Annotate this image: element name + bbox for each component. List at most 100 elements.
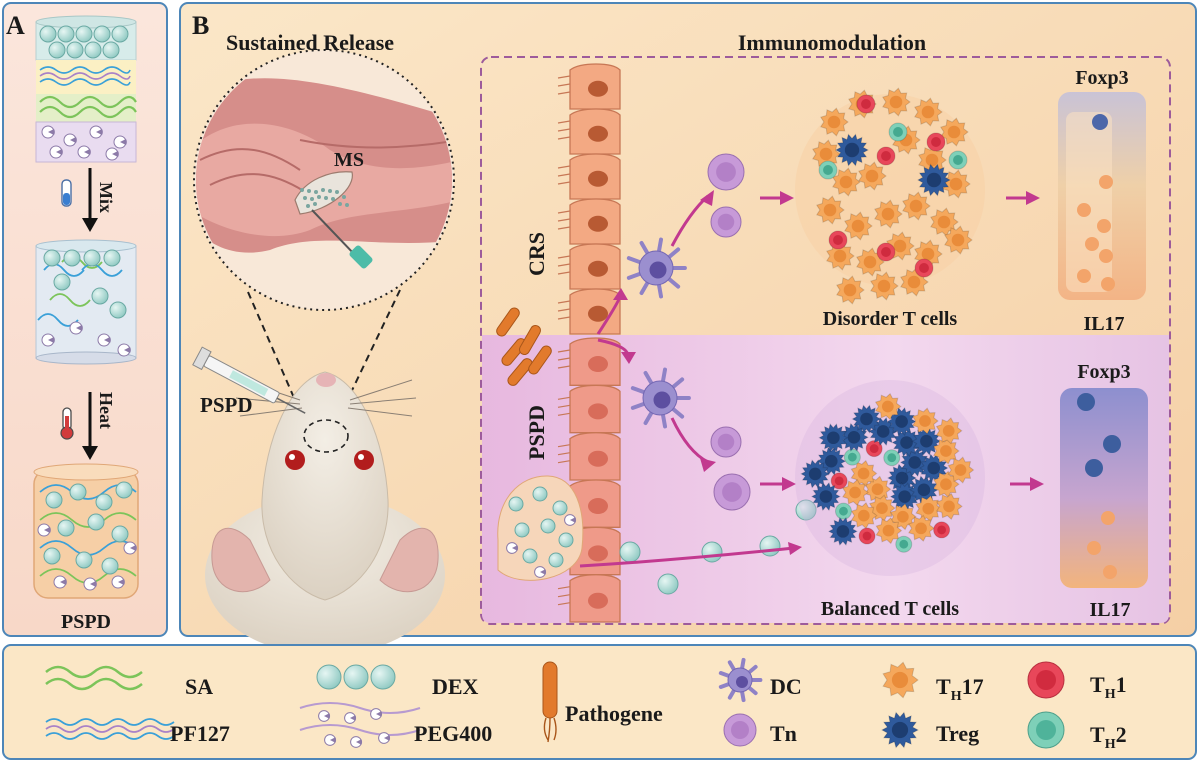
ms-particle — [300, 188, 304, 192]
ms-particle — [338, 202, 342, 206]
peg-molecule — [63, 133, 77, 147]
th2-cell — [834, 502, 852, 520]
peg-molecule — [111, 575, 125, 589]
th17-cell — [932, 470, 960, 498]
mouse-eye-left — [285, 450, 305, 470]
dc-icon — [718, 657, 763, 703]
th1-cell — [856, 94, 876, 114]
legend-th17: TH17 — [882, 661, 984, 704]
peg-molecule — [534, 566, 547, 578]
dex-sphere — [84, 41, 102, 59]
ms-particle — [307, 189, 311, 193]
dex-sphere — [66, 41, 84, 59]
th17-cell — [868, 494, 896, 522]
th2-cell — [883, 449, 901, 467]
treg-cell — [810, 481, 841, 512]
legend-pf127: PF127 — [45, 718, 230, 746]
th2-cell — [888, 122, 908, 142]
legend-dc: DC — [718, 657, 802, 703]
peg-molecule — [49, 145, 63, 159]
naive-t-cells — [707, 153, 751, 511]
cilium — [557, 357, 571, 361]
sinus-zoom-circle: MS — [193, 49, 455, 311]
treg-cell — [851, 404, 882, 434]
peg-molecule — [97, 333, 111, 347]
panel-a-letter: A — [6, 11, 25, 40]
dex-sphere — [514, 522, 530, 538]
peg-molecule — [123, 541, 137, 555]
cilium — [557, 75, 571, 79]
il17-marker — [1085, 237, 1099, 251]
legend-th1-label: TH1 — [1090, 672, 1127, 702]
whisker — [349, 379, 413, 401]
panel-b-letter: B — [192, 11, 209, 40]
balanced-t-cell-cluster — [795, 380, 985, 576]
th1-cell — [933, 521, 951, 539]
dex-sphere — [109, 301, 127, 319]
mouse-eye-right — [354, 450, 374, 470]
treg-cell — [800, 459, 831, 489]
th17-cell — [844, 211, 873, 241]
th17-cell — [874, 199, 903, 229]
dex-sphere — [103, 249, 121, 267]
cilium — [557, 602, 571, 606]
heat-label: Heat — [96, 392, 116, 429]
foxp3-label-bottom: Foxp3 — [1077, 361, 1130, 383]
pathogen — [528, 345, 552, 375]
legend-pf127-label: PF127 — [170, 721, 230, 746]
th1-cell — [830, 472, 848, 490]
dendritic-cell-top — [626, 237, 687, 299]
flow-arrows — [579, 190, 1044, 568]
cilium — [557, 173, 571, 177]
th17-cell — [812, 139, 841, 169]
legend-dex-label: DEX — [432, 674, 479, 699]
th17-cell — [942, 169, 971, 199]
th1-cell — [876, 242, 896, 262]
th1-cell — [876, 146, 896, 166]
il17-label-top: IL17 — [1083, 313, 1124, 335]
legend-treg-label: Treg — [936, 721, 979, 746]
peg-molecule — [83, 577, 97, 591]
peg-molecule — [53, 575, 67, 589]
th17-cell — [936, 492, 963, 521]
pathogen — [507, 358, 533, 386]
ms-particle — [314, 190, 318, 194]
whisker — [235, 397, 301, 405]
il17-label-bottom: IL17 — [1089, 599, 1130, 621]
naive-t-cell — [710, 426, 742, 458]
treg-icon — [880, 711, 920, 749]
legend-dex: DEX — [316, 664, 479, 699]
th17-cell — [856, 247, 885, 277]
legend-peg400-label: PEG400 — [414, 721, 492, 746]
dex-sphere — [93, 25, 111, 43]
il17-marker — [1077, 203, 1091, 217]
il17-marker — [1097, 219, 1111, 233]
arrowhead — [1026, 191, 1040, 205]
layer-stack — [35, 15, 137, 163]
foxp3-marker — [1077, 393, 1095, 411]
dex-sphere — [102, 41, 120, 59]
cilium — [557, 349, 571, 353]
mix-step: Mix — [61, 168, 116, 232]
dex-sphere — [43, 249, 61, 267]
needle-hub — [349, 245, 373, 269]
dex-sphere — [63, 249, 81, 267]
peg-molecule — [89, 125, 103, 139]
dex-sphere — [57, 25, 75, 43]
treg-cell — [834, 133, 870, 167]
il17-marker — [1099, 249, 1113, 263]
cell-nucleus — [588, 356, 608, 373]
crs-tissue-label: CRS — [524, 232, 549, 276]
cell-nucleus — [588, 215, 608, 232]
th17-cell — [842, 478, 869, 507]
dex-sphere — [101, 557, 119, 575]
treg-cell — [899, 447, 930, 478]
heat-step: Heat — [60, 392, 116, 460]
dex-sphere — [48, 41, 66, 59]
dex-sphere — [111, 25, 129, 43]
pathogen — [519, 324, 541, 356]
cilium — [557, 444, 571, 448]
th17-cell — [940, 117, 969, 147]
cilium — [557, 91, 571, 95]
dex-sphere — [548, 552, 564, 568]
